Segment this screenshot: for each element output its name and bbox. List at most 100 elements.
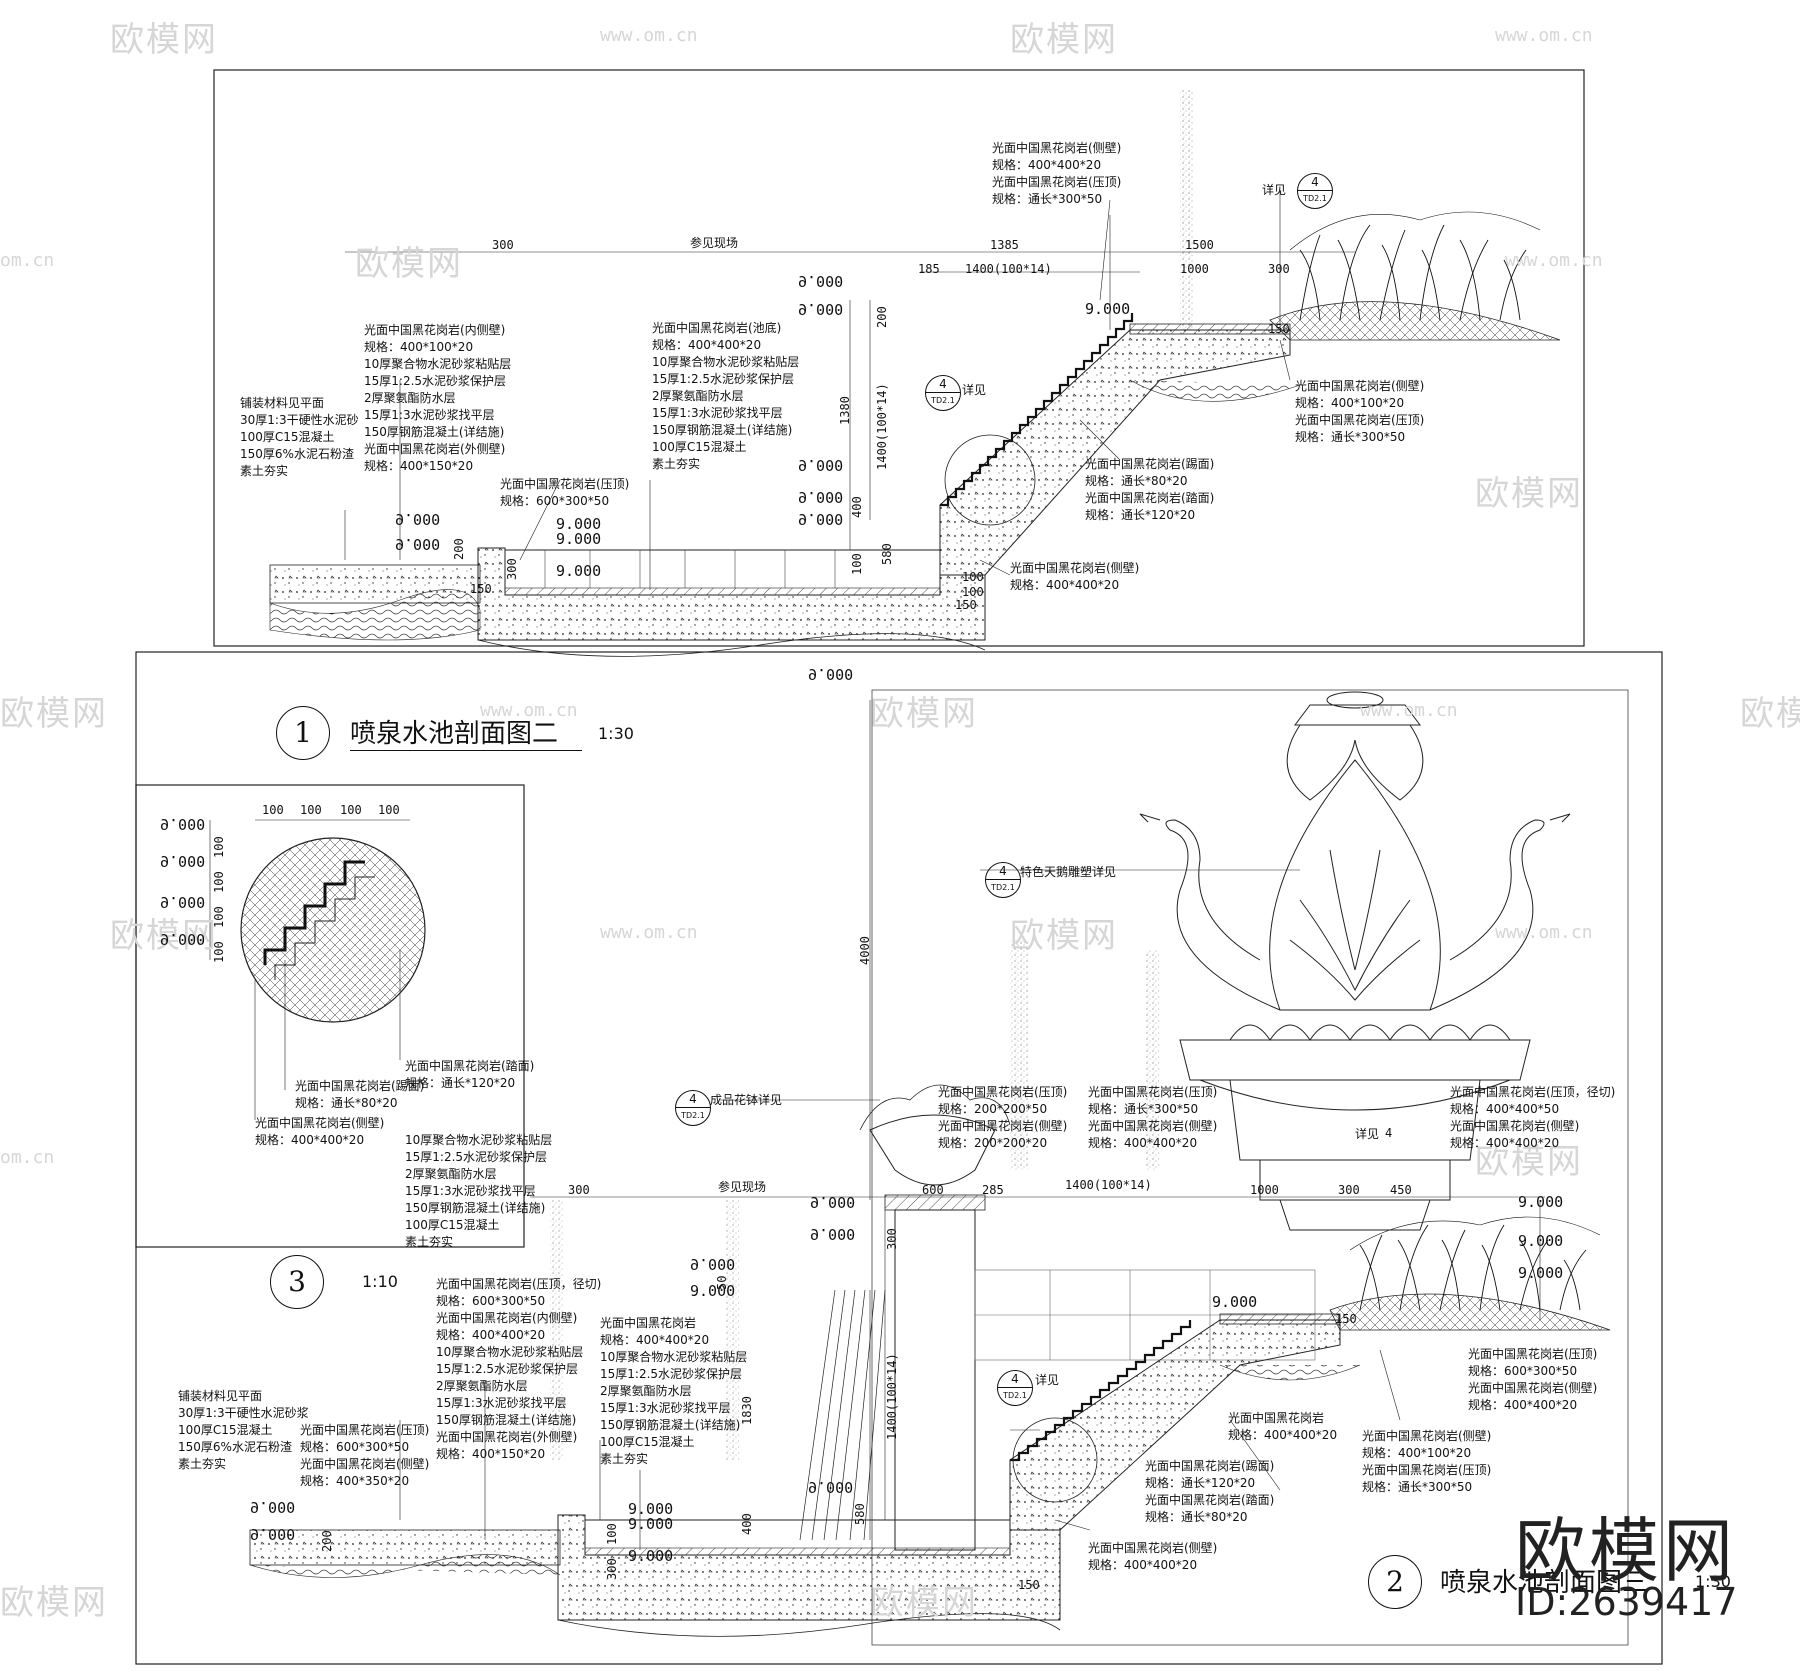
s1-vdim-400: 400 xyxy=(850,496,864,518)
s3-elevation-label: 9.000 xyxy=(160,893,206,911)
s2-spray-1 xyxy=(1010,940,1028,1170)
s3-elevation-label: 9.000 xyxy=(160,930,206,948)
watermark-url: www.om.cn xyxy=(1360,700,1458,721)
brand-id: ID:2639417 xyxy=(1515,1580,1738,1624)
s2-soil-pool xyxy=(557,1613,1061,1637)
s2-dim-600: 600 xyxy=(922,1183,944,1197)
note-line: 150厚钢筋混凝土(详结施) xyxy=(600,1418,741,1432)
s2-detail-circle xyxy=(1012,1417,1098,1503)
s2-soil-left xyxy=(249,1554,561,1578)
s2-vdim-4000: 4000 xyxy=(858,936,872,965)
s3-note-tread: 光面中国黑花岗岩(踏面) 规格：通长*120*20 xyxy=(405,1058,534,1092)
callout-number: 4 xyxy=(676,1091,710,1108)
s2-vdim-300b: 300 xyxy=(605,1558,619,1580)
s1-dim-1500: 1500 xyxy=(1185,238,1214,252)
s2-elevation-label: 9.000 xyxy=(1212,1293,1258,1311)
s1-dimension-lines xyxy=(345,190,1355,560)
note-line: 规格：200*200*20 xyxy=(938,1136,1048,1150)
s1-fountain-jet xyxy=(1180,90,1194,330)
watermark-brand: 欧模网 xyxy=(1010,20,1118,60)
s2-dim-450: 450 xyxy=(1390,1183,1412,1197)
s1-dim-150b: 150 xyxy=(470,582,492,596)
note-line: 光面中国黑花岗岩(侧壁) xyxy=(1088,1119,1218,1133)
note-line: 规格：400*400*20 xyxy=(1088,1136,1198,1150)
s1-note-top-wall: 光面中国黑花岗岩(侧壁) 规格：400*400*20 光面中国黑花岗岩(压顶) … xyxy=(992,140,1121,208)
note-line: 10厚聚合物水泥砂浆粘贴层 xyxy=(405,1133,553,1147)
note-line: 光面中国黑花岗岩(压顶) xyxy=(1088,1085,1218,1099)
s2-upper-cap xyxy=(1219,1313,1341,1325)
s3-vdim-100: 100 xyxy=(212,941,226,963)
watermark-url: om.cn xyxy=(0,1147,55,1168)
note-line: 光面中国黑花岗岩(侧壁) xyxy=(938,1119,1068,1133)
s1-note-step: 光面中国黑花岗岩(踢面) 规格：通长*80*20 光面中国黑花岗岩(踏面) 规格… xyxy=(1085,456,1214,524)
s2-detail-ref-num: 4 xyxy=(1385,1126,1393,1140)
section-2-number: 2 xyxy=(1368,1555,1422,1609)
note-line: 150厚钢筋混凝土(详结施) xyxy=(405,1201,546,1215)
watermark-brand: 欧模网 xyxy=(0,1583,108,1623)
s1-note-bottom-wall: 光面中国黑花岗岩(侧壁) 规格：400*400*20 xyxy=(1010,560,1139,594)
s2-dim-1000: 1000 xyxy=(1250,1183,1279,1197)
s1-elevation-label: 9.000 xyxy=(798,300,844,318)
s2-elevation-label: 9.000 xyxy=(628,1500,674,1518)
s2-vdim-580: 580 xyxy=(853,1503,867,1525)
s1-elevation-label: 9.000 xyxy=(798,272,844,290)
s2-vdim-1400: 1400(100*14) xyxy=(885,1353,899,1440)
watermark-brand: 欧模网 xyxy=(0,694,108,734)
callout-sheet: TD2.1 xyxy=(681,1111,705,1120)
s2-dim-1400: 1400(100*14) xyxy=(1065,1178,1152,1192)
note-line: 光面中国黑花岗岩(侧壁) xyxy=(1010,561,1140,575)
note-line: 光面中国黑花岗岩(压顶) xyxy=(1362,1463,1492,1477)
note-line: 2厚聚氨酯防水层 xyxy=(364,391,456,405)
s1-vdim-200: 200 xyxy=(875,306,889,328)
note-line: 规格：通长*80*20 xyxy=(295,1096,398,1110)
s2-elevation-label: 9.000 xyxy=(250,1525,296,1543)
watermark-url: www.om.cn xyxy=(1495,922,1593,943)
s2-swan-ref-label: 特色天鹅雕塑详见 xyxy=(1020,865,1117,879)
s2-note-bottom-wall: 光面中国黑花岗岩(侧壁) 规格：400*400*20 xyxy=(1088,1540,1217,1574)
note-line: 光面中国黑花岗岩(侧壁) xyxy=(1450,1119,1580,1133)
note-line: 光面中国黑花岗岩(外侧壁) xyxy=(364,442,506,456)
s2-elevation-label: 9.000 xyxy=(628,1547,674,1565)
s3-note-riser: 光面中国黑花岗岩(踢面) 规格：通长*80*20 xyxy=(295,1078,424,1112)
s1-soil-stair xyxy=(1129,379,1301,402)
note-line: 10厚聚合物水泥砂浆粘贴层 xyxy=(436,1345,584,1359)
s1-elevation-label: 9.000 xyxy=(556,515,602,533)
s1-elevation-label: 9.000 xyxy=(395,510,441,528)
s1-dim-185: 185 xyxy=(918,262,940,276)
note-line: 规格：400*100*20 xyxy=(1362,1446,1472,1460)
note-line: 15厚1:2.5水泥砂浆保护层 xyxy=(436,1362,579,1376)
s2-dim-285: 285 xyxy=(982,1183,1004,1197)
s2-spray-3 xyxy=(550,1200,564,1460)
s1-note-left: 铺装材料见平面 30厚1:3干硬性水泥砂 100厚C15混凝土 150厚6%水泥… xyxy=(240,395,359,480)
s1-planter-mound xyxy=(1269,301,1561,341)
s2-slope-wall xyxy=(799,1289,886,1541)
note-line: 150厚钢筋混凝土(详结施) xyxy=(652,423,793,437)
note-line: 2厚聚氨酯防水层 xyxy=(405,1167,497,1181)
note-line: 30厚1:3干硬性水泥砂浆 xyxy=(178,1406,309,1420)
note-line: 100厚C15混凝土 xyxy=(652,440,747,454)
s1-stair-steps xyxy=(940,313,1134,507)
s2-note-right-b: 光面中国黑花岗岩(侧壁) 规格：400*100*20 光面中国黑花岗岩(压顶) … xyxy=(1362,1428,1491,1496)
s2-vdim-100: 100 xyxy=(605,1523,619,1545)
watermark-brand: 欧模网 xyxy=(1010,916,1118,956)
note-line: 光面中国黑花岗岩(踢面) xyxy=(295,1079,425,1093)
note-line: 15厚1:2.5水泥砂浆保护层 xyxy=(364,374,507,388)
s3-stair-profile xyxy=(263,860,365,965)
note-line: 规格：400*400*20 xyxy=(1088,1558,1198,1572)
s1-vdim-1400: 1400(100*14) xyxy=(875,383,889,470)
s1-vdim-100: 100 xyxy=(850,553,864,575)
s2-note-step-wall: 光面中国黑花岗岩 规格：400*400*20 xyxy=(1228,1410,1337,1444)
s2-step-ref-label: 详见 xyxy=(1035,1373,1060,1387)
callout-number: 4 xyxy=(986,863,1020,880)
s2-vdim-200: 200 xyxy=(320,1530,334,1552)
note-line: 素土夯实 xyxy=(240,464,289,478)
section-1-title: 喷泉水池剖面图二 xyxy=(350,713,583,751)
s3-dimension-lines xyxy=(209,819,410,960)
note-line: 规格：400*100*20 xyxy=(1295,396,1405,410)
note-line: 素土夯实 xyxy=(652,457,701,471)
s3-note-layers-stack: 10厚聚合物水泥砂浆粘贴层 15厚1:2.5水泥砂浆保护层 2厚聚氨酯防水层 1… xyxy=(405,1132,552,1251)
s1-leader-lines xyxy=(344,199,1291,590)
